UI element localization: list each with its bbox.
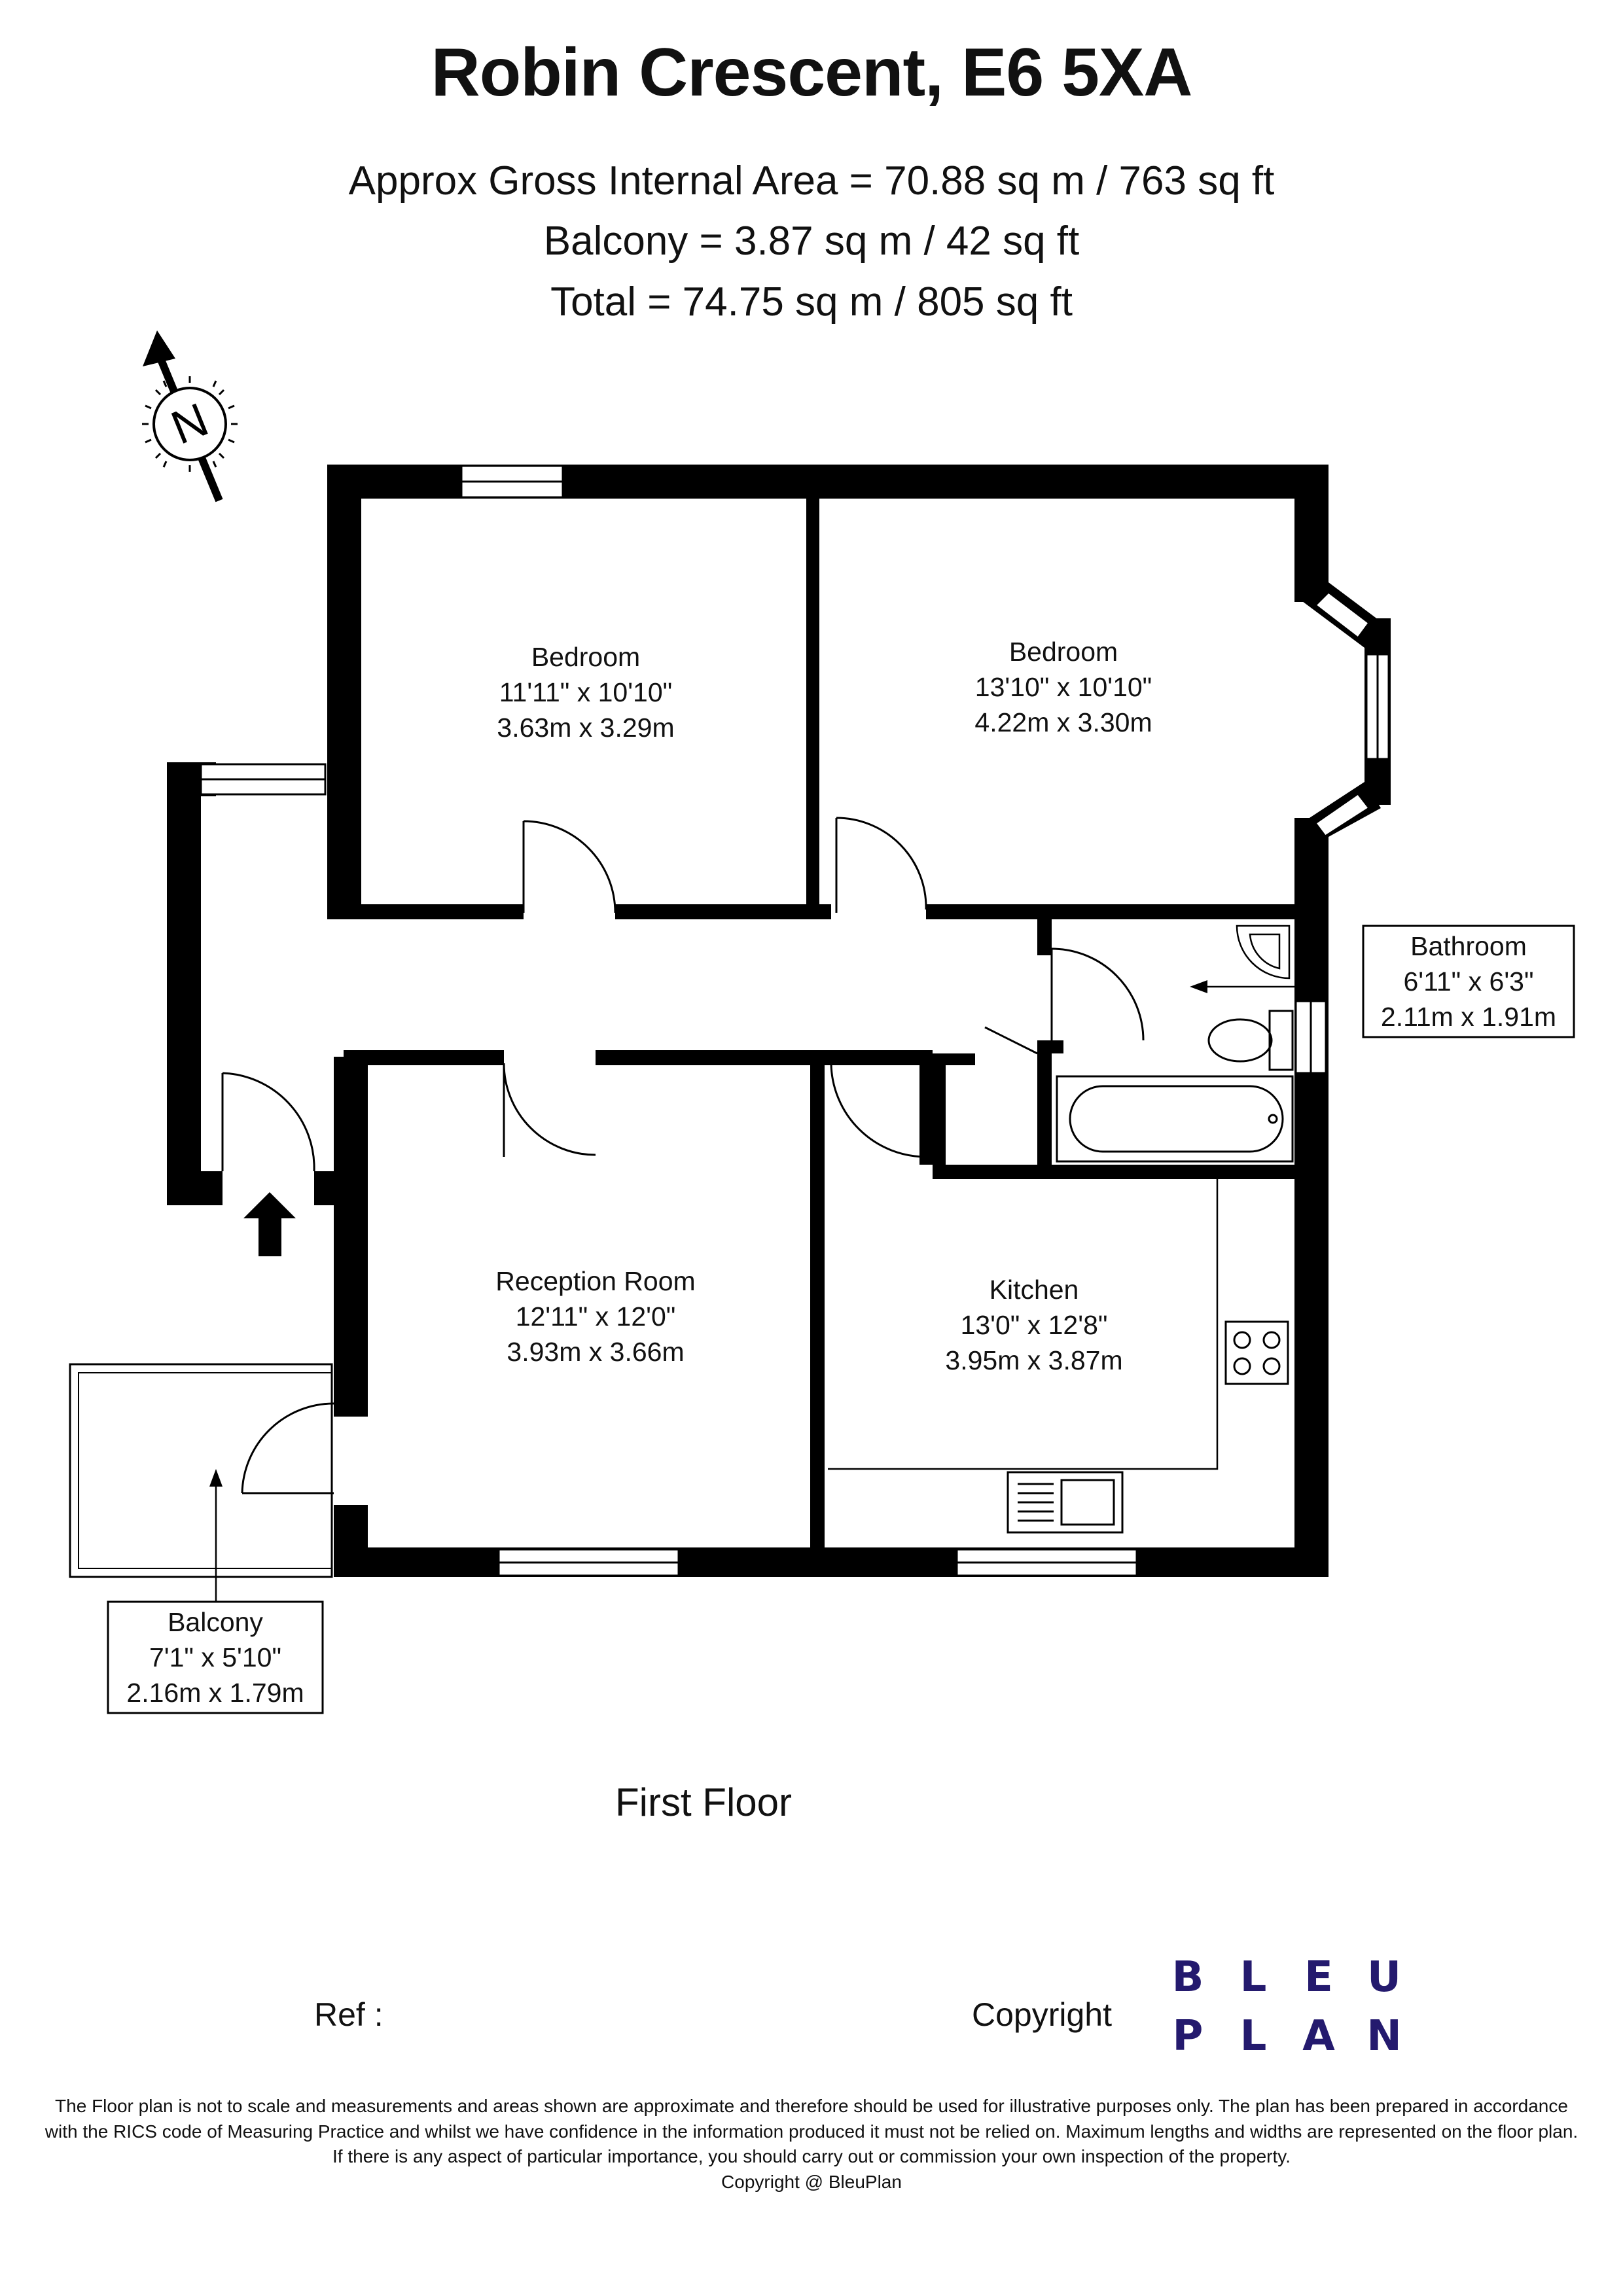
logo-letter: P (1172, 2012, 1204, 2060)
disclaimer-line: Copyright @ BleuPlan (721, 2171, 902, 2192)
balcony-name: Balcony (168, 1607, 263, 1637)
windows (200, 465, 1390, 1577)
disclaimer: The Floor plan is not to scale and measu… (0, 2094, 1623, 2195)
bedroom-1-imperial: 11'11" x 10'10" (499, 677, 672, 707)
walls (167, 465, 1391, 1577)
kitchen-name: Kitchen (990, 1275, 1079, 1305)
floor-label: First Floor (615, 1780, 792, 1824)
bathroom-imperial: 6'11" x 6'3" (1403, 966, 1533, 997)
bathtub-icon (1056, 1075, 1294, 1163)
disclaimer-line: If there is any aspect of particular imp… (332, 2146, 1291, 2167)
disclaimer-line: with the RICS code of Measuring Practice… (45, 2121, 1578, 2142)
balcony-imperial: 7'1" x 5'10" (149, 1642, 281, 1672)
balcony-area: Balcony = 3.87 sq m / 42 sq ft (543, 219, 1080, 264)
toilet-icon (1207, 1010, 1294, 1071)
kitchen-metric: 3.95m x 3.87m (945, 1345, 1122, 1375)
balcony-outline (69, 1363, 333, 1578)
logo-letter: A (1302, 2012, 1335, 2060)
doors (221, 817, 1145, 1494)
page-title: Robin Crescent, E6 5XA (431, 35, 1193, 111)
logo-letter: U (1367, 1953, 1401, 2002)
hob-icon (1224, 1320, 1289, 1385)
bedroom-2-imperial: 13'10" x 10'10" (975, 672, 1152, 702)
bathroom-pointer (1190, 980, 1329, 993)
bedroom-1-name: Bedroom (531, 642, 640, 672)
north-arrow-icon: N (142, 330, 238, 503)
reception-metric: 3.93m x 3.66m (507, 1337, 684, 1367)
reception-imperial: 12'11" x 12'0" (516, 1301, 676, 1332)
logo-letter: L (1240, 2012, 1267, 2060)
bathroom-name: Bathroom (1410, 931, 1527, 961)
sink-icon (1007, 1471, 1124, 1534)
disclaimer-line: The Floor plan is not to scale and measu… (55, 2096, 1568, 2116)
bedroom-1-metric: 3.63m x 3.29m (497, 713, 674, 743)
kitchen-imperial: 13'0" x 12'8" (961, 1310, 1108, 1340)
ref-label: Ref : (314, 1996, 383, 2033)
logo-letter: E (1304, 1953, 1333, 2002)
balcony-metric: 2.16m x 1.79m (126, 1678, 304, 1708)
kitchen-counter (828, 1178, 1219, 1470)
entrance-arrow-icon (243, 1192, 296, 1256)
bathroom-metric: 2.11m x 1.91m (1381, 1002, 1556, 1032)
balcony-pointer (209, 1469, 223, 1602)
logo-letter: B (1171, 1953, 1204, 2002)
gross-internal-area: Approx Gross Internal Area = 70.88 sq m … (348, 158, 1275, 203)
basin-icon (1236, 925, 1291, 980)
total-area: Total = 74.75 sq m / 805 sq ft (550, 279, 1073, 325)
balcony-label-box (107, 1600, 324, 1714)
bedroom-2-name: Bedroom (1009, 637, 1118, 667)
bedroom-2-metric: 4.22m x 3.30m (974, 707, 1152, 737)
logo-letter: L (1240, 1953, 1267, 2002)
reception-name: Reception Room (495, 1266, 695, 1296)
copyright-label: Copyright (972, 1996, 1112, 2033)
bathroom-label-box (1362, 925, 1575, 1038)
logo-letter: N (1366, 2012, 1402, 2060)
